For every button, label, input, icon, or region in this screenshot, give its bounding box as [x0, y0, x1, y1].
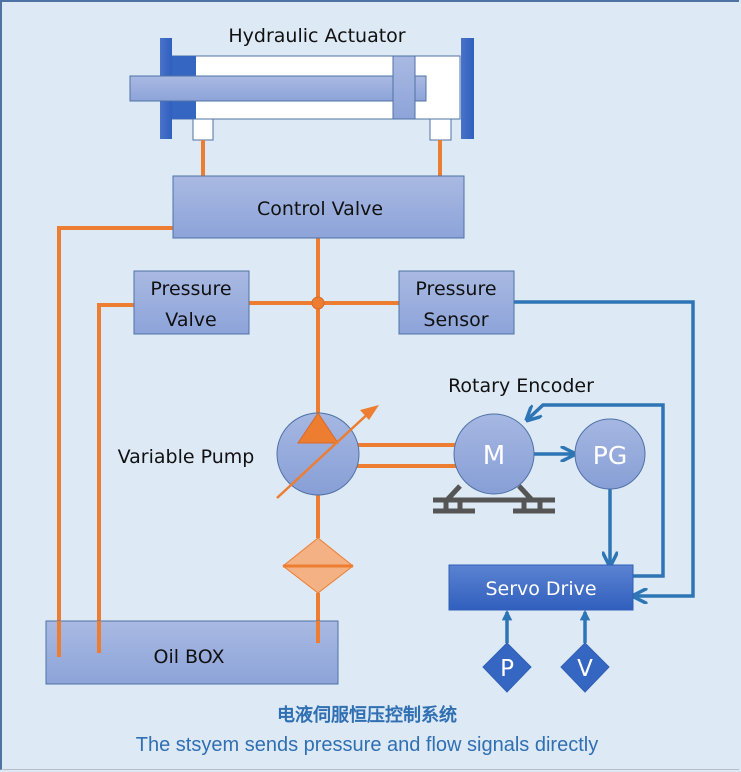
actuator-rod	[129, 75, 427, 102]
pump-variable-arrowhead-icon	[360, 405, 379, 420]
motor-base-icon	[433, 484, 555, 514]
v-input-diamond[interactable]	[560, 642, 610, 693]
pulse-generator[interactable]: PG	[574, 418, 646, 490]
pressure-valve-box[interactable]	[133, 270, 250, 335]
caption-title-cn: 电液伺服恒压控制系统	[277, 704, 457, 725]
servo-drive-label: Servo Drive	[485, 578, 596, 600]
pressure-sensor[interactable]: Pressure Sensor	[398, 270, 515, 335]
p-input-label: P	[500, 656, 514, 682]
motor-circle[interactable]	[453, 413, 535, 495]
v-input-label: V	[577, 656, 593, 682]
filter	[282, 537, 354, 594]
signal-sensor-to-servo	[514, 300, 695, 596]
caption-subtitle-en: The stsyem sends pressure and flow signa…	[136, 734, 598, 756]
junction-node	[311, 296, 325, 310]
oil-box-rect[interactable]	[45, 620, 339, 685]
rotary-encoder-label: Rotary Encoder	[448, 375, 594, 397]
actuator-end-cap-right	[461, 38, 474, 139]
actuator-label: Hydraulic Actuator	[228, 25, 405, 47]
pump-direction-triangle-icon	[297, 412, 339, 444]
control-valve-box[interactable]	[172, 175, 465, 239]
hydraulic-lines	[57, 140, 460, 657]
variable-pump-label: Variable Pump	[118, 446, 255, 468]
motor-label: M	[483, 441, 505, 471]
actuator-piston	[392, 55, 416, 120]
oil-box-label: Oil BOX	[153, 646, 224, 668]
signal-lines	[501, 300, 695, 643]
pg-circle[interactable]	[574, 418, 646, 490]
line-valve-return-to-oilbox	[57, 226, 174, 657]
servo-drive-box[interactable]	[448, 564, 634, 611]
signal-servo-to-motor	[528, 403, 665, 578]
pressure-sensor-label-line2: Sensor	[423, 309, 488, 331]
pump-variable-arrow-icon	[276, 409, 373, 499]
velocity-input[interactable]: V	[560, 642, 610, 693]
pressure-valve[interactable]: Pressure Valve	[133, 270, 250, 335]
pressure-valve-label-line2: Valve	[165, 309, 216, 331]
pressure-sensor-label-line1: Pressure	[415, 278, 496, 300]
servo-drive[interactable]: Servo Drive	[448, 564, 634, 611]
variable-pump[interactable]: Variable Pump	[118, 405, 379, 499]
actuator-port-left	[192, 118, 214, 141]
p-input-diamond[interactable]	[482, 642, 532, 693]
pg-label: PG	[593, 441, 627, 470]
line-pressure-valve-to-oilbox	[97, 303, 134, 652]
control-valve-label: Control Valve	[257, 198, 383, 220]
pressure-input[interactable]: P	[482, 642, 532, 693]
actuator-port-right	[429, 118, 452, 141]
motor[interactable]: M Rotary Encoder	[433, 375, 594, 514]
pressure-sensor-box[interactable]	[398, 270, 515, 335]
control-valve[interactable]: Control Valve	[172, 175, 465, 239]
pressure-valve-label-line1: Pressure	[150, 278, 231, 300]
oil-box[interactable]: Oil BOX	[45, 620, 339, 685]
hydraulic-actuator: Hydraulic Actuator	[129, 25, 474, 141]
